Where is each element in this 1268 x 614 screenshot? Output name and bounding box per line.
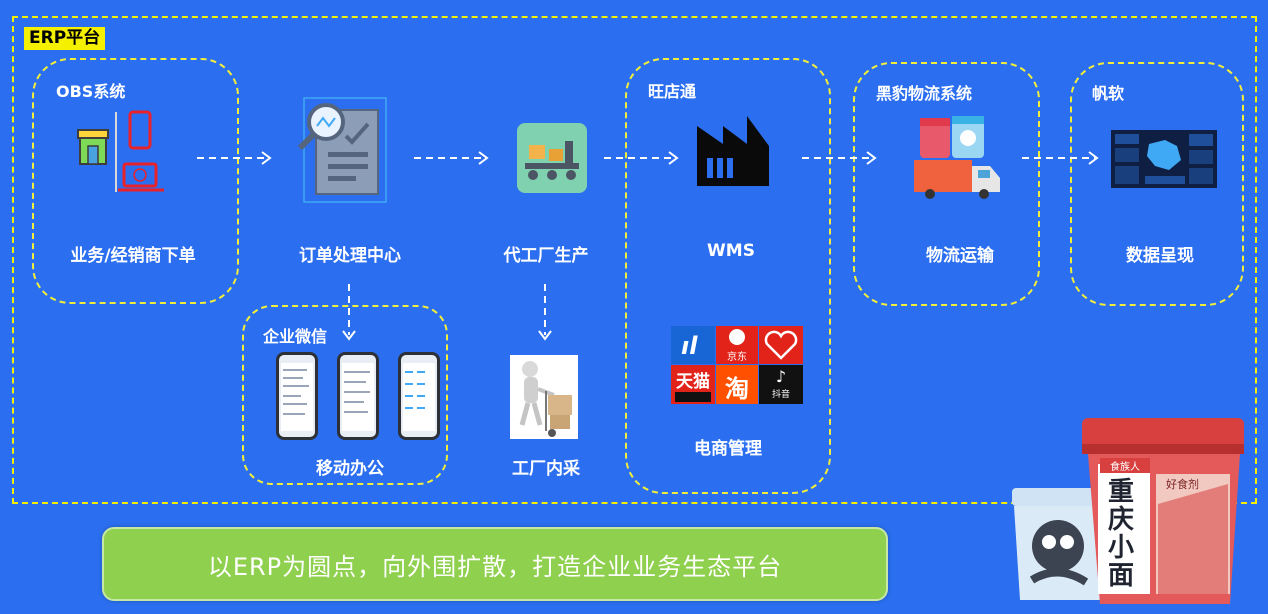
erp-platform-label: ERP平台 [24, 27, 106, 50]
tmall-tile: 天猫 [671, 365, 715, 404]
wangdian-group [625, 58, 831, 494]
ecommerce-platforms-grid: ıl 京东 天猫 淘 ♪ 抖音 [671, 326, 803, 404]
obs-devices-icon [77, 110, 164, 192]
factory-purchase-label: 工厂内采 [512, 459, 580, 479]
data-display-label: 数据呈现 [1126, 246, 1194, 266]
wechat-group [242, 305, 448, 485]
phone-screen-3 [398, 352, 440, 440]
jd-tile: 京东 [716, 326, 758, 364]
wangdian-group-title: 旺店通 [648, 82, 697, 101]
obs-group-title: OBS系统 [56, 82, 126, 101]
hand-truck-worker-icon [510, 355, 578, 439]
taobao-tile: 淘 [716, 365, 758, 404]
order-entry-label: 业务/经销商下单 [70, 246, 196, 266]
douyin-note-icon: ♪ [775, 367, 787, 386]
noodle-product-image: 食族人 重庆小面 好食剂 [1008, 414, 1258, 608]
phone-screen-2 [337, 352, 379, 440]
order-center-label: 订单处理中心 [299, 246, 401, 266]
fanruan-group [1070, 62, 1244, 306]
taobao-label: 淘 [725, 375, 749, 403]
douyin-label: 抖音 [771, 390, 790, 400]
douyin-tile: ♪ 抖音 [759, 365, 803, 404]
logistics-group-title: 黑豹物流系统 [876, 84, 973, 103]
mobile-office-label: 移动办公 [316, 459, 384, 479]
dashboard-screen-icon [1111, 130, 1217, 188]
phone-screen-1 [276, 352, 318, 440]
pinduoduo-heart-tile [759, 326, 803, 364]
oem-production-label: 代工厂生产 [503, 246, 589, 266]
conveyor-production-icon [517, 123, 587, 193]
ecosystem-banner: 以ERP为圆点，向外围扩散，打造企业业务生态平台 [102, 527, 888, 601]
wechat-group-title: 企业微信 [263, 327, 328, 346]
transport-label: 物流运输 [926, 246, 994, 266]
pinduoduo-tile: ıl [671, 326, 715, 364]
product-tag: 好食剂 [1166, 478, 1199, 491]
factory-icon [697, 116, 769, 186]
obs-group [32, 58, 239, 304]
product-name: 重庆小面 [1108, 477, 1135, 591]
delivery-truck-icon [914, 116, 1000, 199]
svg-text:ıl: ıl [681, 332, 698, 360]
ecommerce-label: 电商管理 [694, 439, 762, 459]
erp-platform-frame [12, 16, 1257, 504]
order-document-icon [297, 97, 387, 203]
wms-label: WMS [707, 241, 755, 261]
logistics-group [853, 62, 1040, 306]
tmall-label: 天猫 [676, 372, 710, 392]
jd-label: 京东 [727, 352, 747, 363]
fanruan-group-title: 帆软 [1092, 84, 1125, 103]
product-brand: 食族人 [1100, 458, 1150, 473]
